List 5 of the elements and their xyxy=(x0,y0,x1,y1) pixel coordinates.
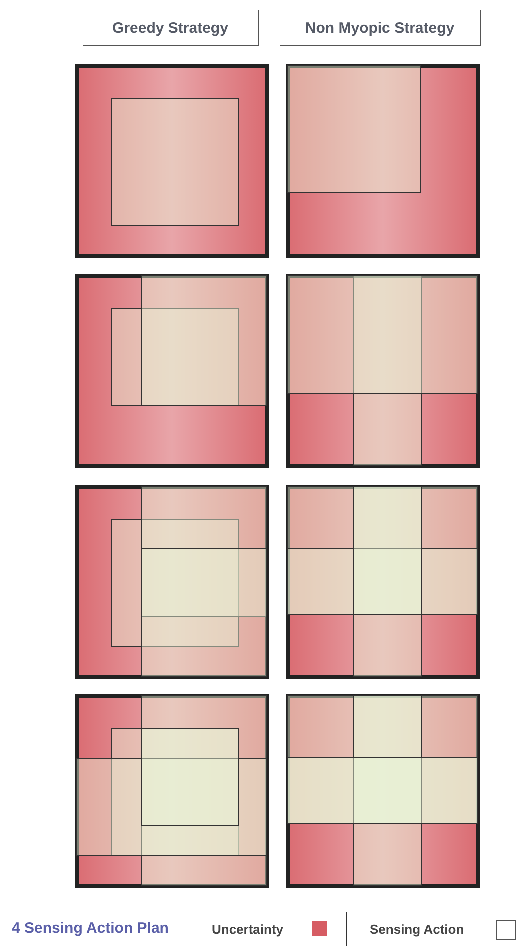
legend-label: Sensing Action xyxy=(370,922,464,937)
plan-label: 4 Sensing Action Plan xyxy=(12,920,169,937)
column-heading: Non Myopic Strategy xyxy=(280,10,481,46)
legend-label: Uncertainty xyxy=(212,922,284,937)
column-heading: Greedy Strategy xyxy=(83,10,259,46)
